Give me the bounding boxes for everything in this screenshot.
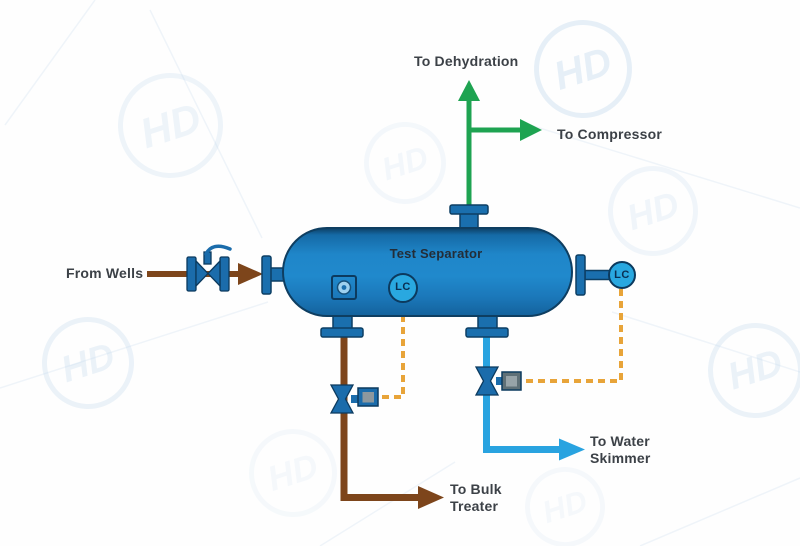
inlet-arrow-icon [238,263,263,285]
top-flange-icon [449,204,489,215]
oil-outlet-line [340,336,444,509]
compressor-arrow-icon [520,119,542,141]
separator-vessel [261,204,636,338]
to-water-skimmer-line2: Skimmer [590,450,651,466]
oil-flange-icon [320,327,364,338]
inlet-flange-icon [261,255,272,295]
oil-control-valve-icon [329,384,379,414]
level-controller-tag: LC [395,281,411,293]
water-flange-icon [465,327,509,338]
water-control-valve-icon [474,366,522,396]
to-water-skimmer-line1: To Water [590,433,650,449]
right-lc-signal [521,289,623,383]
water-skimmer-arrow-icon [559,438,585,461]
to-water-skimmer-label: To Water Skimmer [590,433,651,467]
to-bulk-treater-line2: Treater [450,498,499,514]
level-controller-icon [608,261,636,289]
dehydration-arrow-icon [458,80,480,101]
to-compressor-label: To Compressor [557,126,663,142]
water-outlet-line [483,336,585,461]
left-lc-signal [378,303,405,399]
level-controller-tag: LC [614,269,630,281]
right-nozzle [584,269,611,281]
from-wells-label: From Wells [66,265,144,281]
gas-outlet-line [458,80,542,207]
sight-glass-icon [331,275,357,300]
right-flange-icon [575,254,586,296]
gate-valve-icon [186,244,232,292]
vessel-shell [282,227,573,317]
bulk-treater-arrow-icon [418,486,444,509]
level-controller-icon [388,273,418,303]
level-control-signal-lines [378,289,623,399]
vessel-title: Test Separator [389,246,483,261]
to-dehydration-label: To Dehydration [414,53,519,69]
to-bulk-treater-label: To Bulk Treater [450,481,502,515]
to-bulk-treater-line1: To Bulk [450,481,502,497]
